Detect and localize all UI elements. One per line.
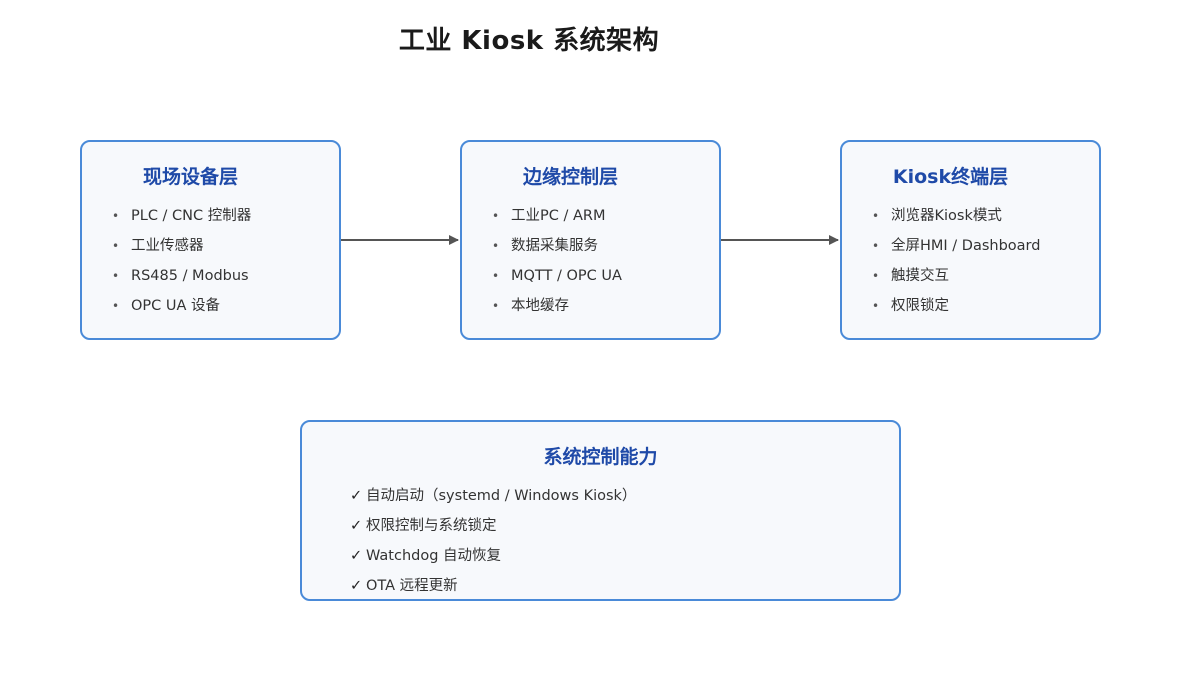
bullet-icon: • [112, 299, 120, 313]
list-item: • RS485 / Modbus [112, 266, 251, 296]
list-item: ✓权限控制与系统锁定 [350, 516, 636, 546]
list-item-label: MQTT / OPC UA [511, 268, 622, 284]
layer-title: 现场设备层 [142, 166, 238, 188]
list-item: • PLC / CNC 控制器 [112, 206, 251, 236]
list-item: ✓Watchdog 自动恢复 [350, 546, 636, 576]
list-item-label: 自动启动（systemd / Windows Kiosk） [366, 488, 637, 504]
system-capabilities-box: 系统控制能力 ✓自动启动（systemd / Windows Kiosk） ✓权… [300, 420, 901, 601]
list-item-label: 全屏HMI / Dashboard [891, 238, 1041, 254]
list-item: • 本地缓存 [492, 296, 622, 326]
list-item-label: PLC / CNC 控制器 [131, 208, 252, 224]
list-item-label: 权限锁定 [891, 298, 949, 314]
checkmark-icon: ✓ [350, 548, 363, 564]
list-item-label: Watchdog 自动恢复 [366, 548, 502, 564]
edge-control-layer-box: 边缘控制层 • 工业PC / ARM • 数据采集服务 • MQTT / OPC UA… [460, 140, 721, 340]
list-item-label: RS485 / Modbus [131, 268, 249, 284]
bullet-icon: • [872, 269, 880, 283]
layer-title: Kiosk终端层 [892, 166, 1009, 188]
bullet-icon: • [112, 269, 120, 283]
list-item: ✓OTA 远程更新 [350, 576, 636, 606]
list-item: • 工业PC / ARM [492, 206, 622, 236]
bullet-icon: • [872, 239, 880, 253]
list-item: • 全屏HMI / Dashboard [872, 236, 1040, 266]
bullet-icon: • [492, 209, 500, 223]
bullet-icon: • [492, 299, 500, 313]
list-item-label: 工业PC / ARM [511, 208, 606, 224]
list-item-label: 权限控制与系统锁定 [366, 518, 497, 534]
checkmark-icon: ✓ [350, 518, 363, 534]
list-item-label: 浏览器Kiosk模式 [891, 208, 1002, 224]
diagram-title: 工业 Kiosk 系统架构 [398, 26, 660, 56]
layer-item-list: • 工业PC / ARM • 数据采集服务 • MQTT / OPC UA • 本地缓存 [492, 206, 622, 326]
bullet-icon: • [492, 269, 500, 283]
list-item: • 权限锁定 [872, 296, 1040, 326]
capabilities-title: 系统控制能力 [543, 446, 658, 468]
capabilities-list: ✓自动启动（systemd / Windows Kiosk） ✓权限控制与系统锁… [350, 486, 636, 606]
bullet-icon: • [872, 209, 880, 223]
checkmark-icon: ✓ [350, 488, 363, 504]
list-item-label: OPC UA 设备 [131, 298, 221, 314]
list-item: • 工业传感器 [112, 236, 251, 266]
list-item-label: OTA 远程更新 [366, 578, 458, 594]
list-item: • 触摸交互 [872, 266, 1040, 296]
list-item: • OPC UA 设备 [112, 296, 251, 326]
list-item-label: 触摸交互 [891, 268, 949, 284]
list-item: • MQTT / OPC UA [492, 266, 622, 296]
list-item: • 数据采集服务 [492, 236, 622, 266]
bullet-icon: • [112, 209, 120, 223]
field-device-layer-box: 现场设备层 • PLC / CNC 控制器 • 工业传感器 • RS485 / Mod… [80, 140, 341, 340]
list-item: • 浏览器Kiosk模式 [872, 206, 1040, 236]
layer-item-list: • 浏览器Kiosk模式 • 全屏HMI / Dashboard • 触摸交互 • 权限… [872, 206, 1040, 326]
layer-title: 边缘控制层 [522, 166, 618, 188]
bullet-icon: • [112, 239, 120, 253]
list-item-label: 数据采集服务 [511, 238, 598, 254]
bullet-icon: • [492, 239, 500, 253]
kiosk-terminal-layer-box: Kiosk终端层 • 浏览器Kiosk模式 • 全屏HMI / Dashboard … [840, 140, 1101, 340]
list-item: ✓自动启动（systemd / Windows Kiosk） [350, 486, 636, 516]
checkmark-icon: ✓ [350, 578, 363, 594]
list-item-label: 本地缓存 [511, 298, 569, 314]
list-item-label: 工业传感器 [131, 238, 204, 254]
layer-item-list: • PLC / CNC 控制器 • 工业传感器 • RS485 / Modbus • O… [112, 206, 251, 326]
bullet-icon: • [872, 299, 880, 313]
